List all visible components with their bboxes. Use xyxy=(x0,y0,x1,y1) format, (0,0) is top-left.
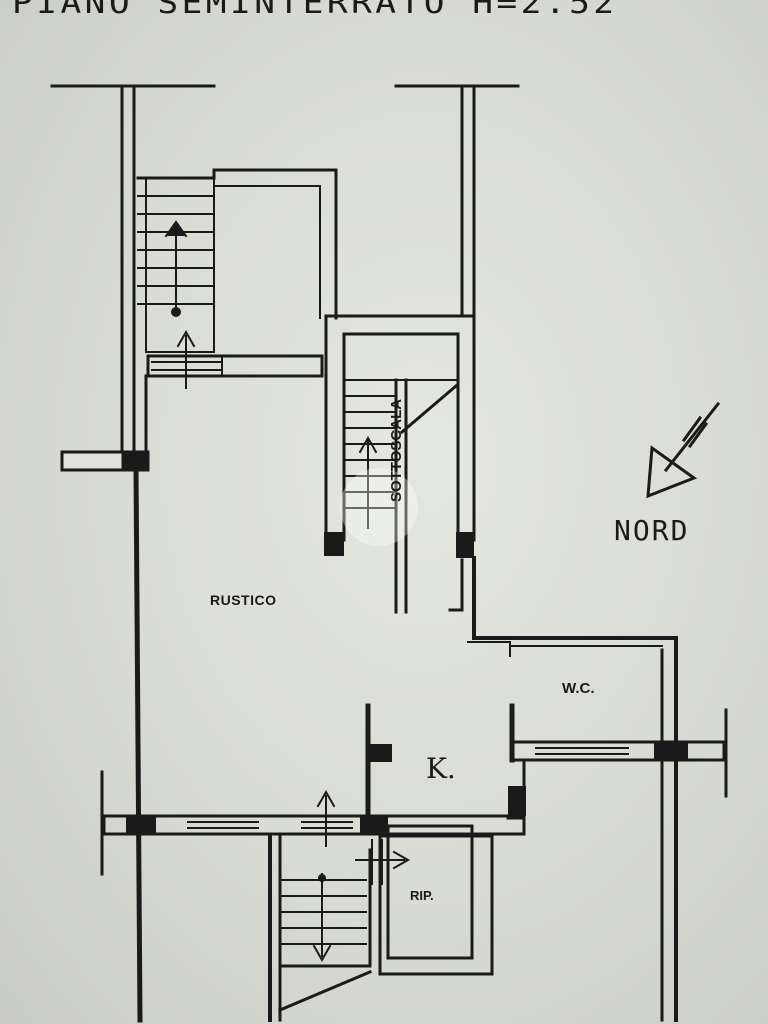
compass-label: NORD xyxy=(614,514,690,547)
watermark-logo xyxy=(340,468,418,546)
room-label-sottoscala: SOTTOSCALA xyxy=(388,398,405,502)
wall-left-main xyxy=(133,467,143,1023)
plan-title: PIANO SEMINTERRATO H=2.52 xyxy=(12,0,618,21)
entry-arrow-lower xyxy=(316,789,336,847)
wall-stub-left-fill xyxy=(121,451,149,471)
sottoscala-block xyxy=(324,314,476,558)
partition-upper xyxy=(146,354,324,378)
wall-lower-horizontal xyxy=(100,770,526,876)
entry-arrow-upper xyxy=(176,329,196,389)
sottoscala-stair xyxy=(343,378,459,614)
wall-right-upper xyxy=(460,86,476,318)
room-label-rip: RIP. xyxy=(410,888,434,903)
north-arrow-icon xyxy=(646,401,721,499)
ripostiglio-walls xyxy=(371,824,494,976)
room-label-wc: W.C. xyxy=(562,680,595,697)
lower-stair-arrow xyxy=(312,873,332,963)
wall-right-mid xyxy=(448,556,678,1022)
wc-partition xyxy=(510,708,728,798)
room-label-kitchen: K. xyxy=(426,752,456,785)
room-label-rustico: RUSTICO xyxy=(210,592,277,608)
ripostiglio-door-arrow xyxy=(355,850,411,870)
sottoscala-arrow xyxy=(358,435,378,529)
upper-stair-block xyxy=(136,168,338,353)
upper-stair-arrow xyxy=(164,220,188,317)
wall-left-upper xyxy=(120,86,136,454)
